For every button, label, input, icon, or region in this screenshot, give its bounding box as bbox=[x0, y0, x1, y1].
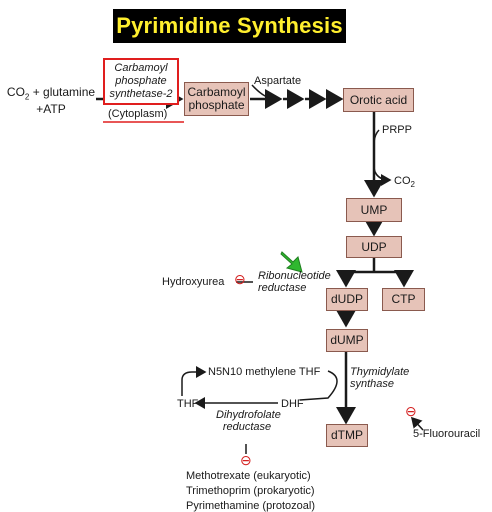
thf-label: THF bbox=[177, 398, 199, 410]
prpp-label: PRPP bbox=[382, 124, 412, 136]
node-ctp: CTP bbox=[382, 288, 425, 311]
node-udp: UDP bbox=[346, 236, 402, 258]
dhfr-inhibitor-1: Trimethoprim (prokaryotic) bbox=[186, 485, 315, 497]
hydroxyurea-label: Hydroxyurea bbox=[162, 276, 225, 288]
node-carbamoyl-phosphate: Carbamoyl phosphate bbox=[184, 82, 249, 116]
dhfr-inhibitor-2: Pyrimethamine (protozoal) bbox=[186, 500, 315, 512]
ribonucleotide-reductase-label: Ribonucleotide reductase bbox=[258, 270, 331, 294]
reactants-label: CO2 + glutamine +ATP bbox=[6, 85, 96, 117]
fluorouracil-inhibitor-icon: ⊖ bbox=[405, 403, 417, 419]
dihydrofolate-reductase-label: Dihydrofolate reductase bbox=[216, 409, 281, 433]
prpp-curve bbox=[373, 129, 380, 143]
node-dudp: dUDP bbox=[326, 288, 368, 311]
cytoplasm-label: (Cytoplasm) bbox=[108, 108, 168, 120]
cps2-label: Carbamoyl phosphate synthetase-2 bbox=[109, 62, 173, 100]
node-ump: UMP bbox=[346, 198, 402, 222]
node-dtmp: dTMP bbox=[326, 424, 368, 447]
node-dump: dUMP bbox=[326, 329, 368, 352]
green-arrow-icon bbox=[280, 251, 303, 273]
dhf-label: DHF bbox=[281, 398, 304, 410]
methylene-thf-label: N5N10 methylene THF bbox=[208, 366, 321, 378]
page-title: Pyrimidine Synthesis bbox=[116, 13, 343, 38]
cps2-enzyme-box: Carbamoyl phosphate synthetase-2 bbox=[103, 58, 179, 105]
hydroxyurea-inhibitor-icon: ⊖ bbox=[234, 271, 246, 287]
arrow-thf-to-methylene bbox=[181, 366, 207, 396]
fluorouracil-label: 5-Fluorouracil bbox=[413, 428, 481, 440]
aspartate-curve bbox=[251, 84, 271, 99]
co2-label: CO2 bbox=[394, 175, 415, 190]
co2-out-arrow bbox=[373, 167, 392, 186]
node-orotic-acid: Orotic acid bbox=[343, 88, 414, 112]
thymidylate-synthase-label: Thymidylate synthase bbox=[350, 366, 410, 390]
dhfr-inhibitor-icon: ⊖ bbox=[240, 452, 252, 468]
aspartate-label: Aspartate bbox=[254, 75, 302, 87]
methylene-to-dhf-curve bbox=[299, 370, 338, 401]
fluorouracil-arrow bbox=[410, 416, 424, 431]
dhfr-inhibitor-0: Methotrexate (eukaryotic) bbox=[186, 470, 311, 482]
title-banner: Pyrimidine Synthesis bbox=[113, 9, 346, 43]
